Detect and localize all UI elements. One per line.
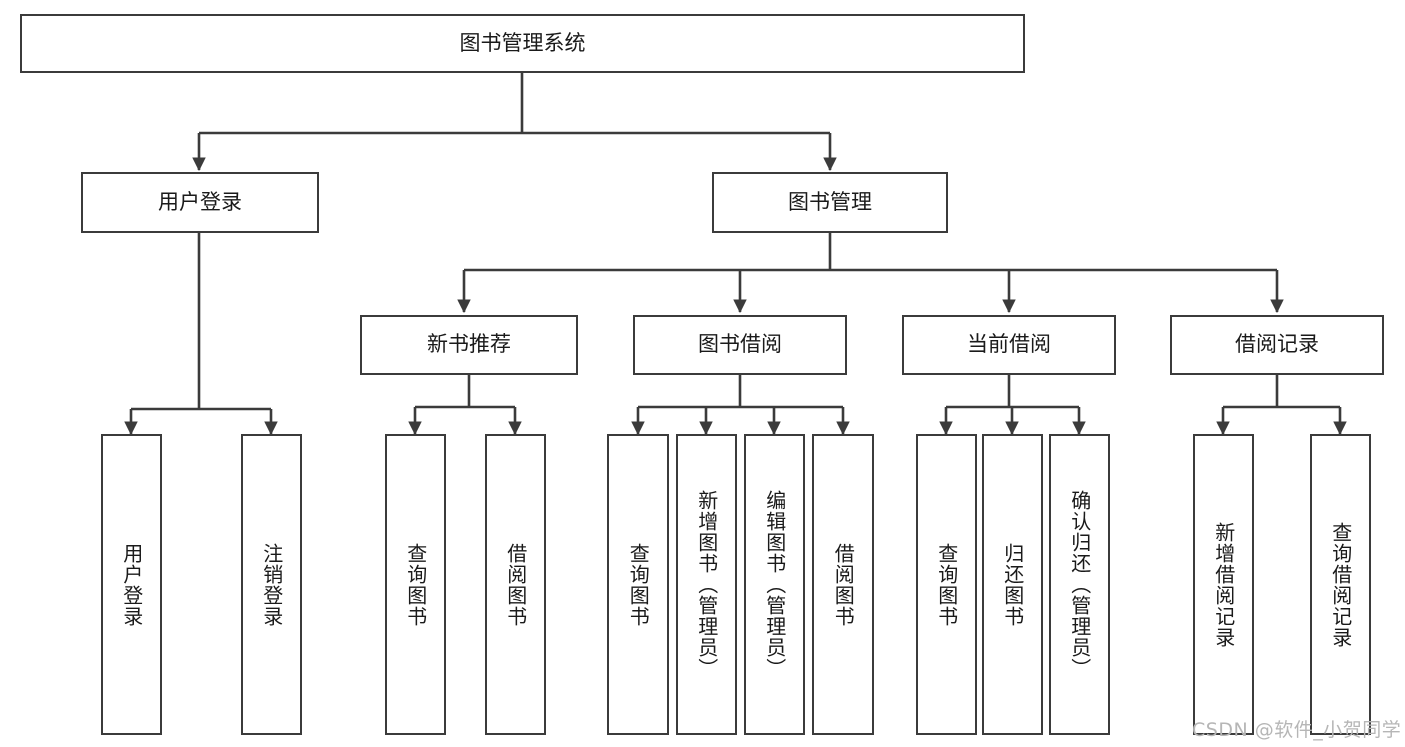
leaf-user-login-label: 用户登录 [119,542,144,627]
leaf-add-book[interactable]: 新增图书（管理员） [676,434,737,735]
leaf-query-book-newrec[interactable]: 查询图书 [385,434,446,735]
leaf-borrow-book-borrow-label: 借阅图书 [831,542,856,627]
node-user-login-label: 用户登录 [158,189,242,214]
leaf-query-book-borrow-label: 查询图书 [626,542,651,627]
node-borrow-record-label: 借阅记录 [1235,332,1319,357]
node-book-manage-label: 图书管理 [788,189,872,214]
node-root-label: 图书管理系统 [459,30,586,55]
leaf-borrow-book-borrow[interactable]: 借阅图书 [812,434,874,735]
leaf-edit-book-label: 编辑图书（管理员） [762,490,787,679]
leaf-borrow-book-newrec[interactable]: 借阅图书 [485,434,546,735]
node-root-system[interactable]: 图书管理系统 [20,14,1025,73]
leaf-borrow-book-newrec-label: 借阅图书 [503,542,528,627]
leaf-query-book-current[interactable]: 查询图书 [916,434,977,735]
leaf-return-book-label: 归还图书 [1000,542,1025,627]
node-borrow-record[interactable]: 借阅记录 [1170,315,1384,375]
leaf-return-book[interactable]: 归还图书 [982,434,1043,735]
leaf-query-borrow-record[interactable]: 查询借阅记录 [1310,434,1371,735]
node-current-borrow[interactable]: 当前借阅 [902,315,1116,375]
leaf-query-book-newrec-label: 查询图书 [403,542,428,627]
csdn-watermark: CSDN @软件_小贺同学 [1192,719,1402,741]
leaf-logout-label: 注销登录 [259,542,284,627]
leaf-add-borrow-record[interactable]: 新增借阅记录 [1193,434,1254,735]
node-new-book-recommend[interactable]: 新书推荐 [360,315,578,375]
leaf-query-book-current-label: 查询图书 [934,542,959,627]
leaf-query-book-borrow[interactable]: 查询图书 [607,434,669,735]
node-book-manage[interactable]: 图书管理 [712,172,948,233]
leaf-confirm-return-label: 确认归还（管理员） [1067,490,1092,679]
leaf-logout[interactable]: 注销登录 [241,434,302,735]
leaf-edit-book[interactable]: 编辑图书（管理员） [744,434,805,735]
leaf-confirm-return[interactable]: 确认归还（管理员） [1049,434,1110,735]
leaf-user-login[interactable]: 用户登录 [101,434,162,735]
leaf-add-book-label: 新增图书（管理员） [694,490,719,679]
node-new-book-recommend-label: 新书推荐 [427,332,511,357]
leaf-add-borrow-record-label: 新增借阅记录 [1211,521,1236,648]
node-user-login[interactable]: 用户登录 [81,172,319,233]
node-book-borrow-label: 图书借阅 [698,332,782,357]
node-current-borrow-label: 当前借阅 [967,332,1051,357]
node-book-borrow[interactable]: 图书借阅 [633,315,847,375]
leaf-query-borrow-record-label: 查询借阅记录 [1328,521,1353,648]
